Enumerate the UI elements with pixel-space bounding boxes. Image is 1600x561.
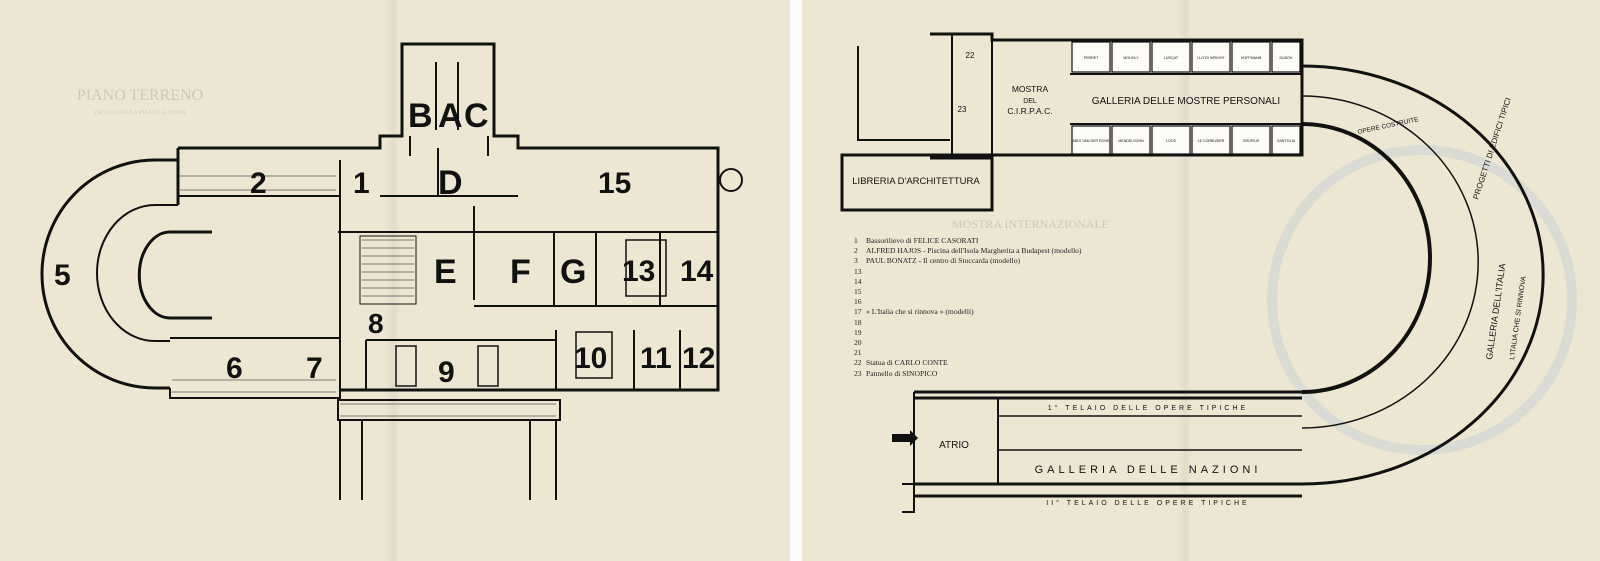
label-del: DEL bbox=[1023, 98, 1037, 105]
room-6: 6 bbox=[226, 352, 243, 385]
exhibition-plan-drawing: MOSTRA INTERNAZIONALE bbox=[840, 32, 1577, 513]
ghost-subtitle: (SCALA DALLA PIANTA A 1:1000) bbox=[95, 109, 186, 116]
label-telaio-bottom: II° TELAIO DELLE OPERE TIPICHE bbox=[1046, 499, 1249, 507]
label-galleria-personali: GALLERIA DELLE MOSTRE PERSONALI bbox=[1092, 96, 1280, 107]
room-name-moholy: MOHOLY bbox=[1123, 56, 1139, 60]
room-A: A bbox=[438, 97, 463, 135]
room-name-lloyd-wright: LLOYD WRIGHT bbox=[1197, 56, 1225, 60]
plan-walls bbox=[40, 42, 743, 500]
room-G: G bbox=[560, 253, 586, 291]
room-name-mendelsohn: MENDELSOHN bbox=[1118, 139, 1144, 143]
room-name-sant-elia: SANT'ELIA bbox=[1277, 139, 1296, 143]
label-room-23: 23 bbox=[958, 105, 967, 114]
ground-floor-plan-drawing: PIANO TERRENO (SCALA DALLA PIANTA A 1:10… bbox=[40, 42, 743, 500]
personal-rooms bbox=[1071, 41, 1301, 155]
label-mostra: MOSTRA bbox=[1012, 84, 1049, 94]
room-F: F bbox=[510, 253, 531, 291]
left-page-ground-floor-plan: PIANO TERRENO (SCALA DALLA PIANTA A 1:10… bbox=[0, 0, 790, 561]
label-atrio: ATRIO bbox=[939, 440, 969, 451]
label-progetti-italia: PROGETTI DI EDIFICI TIPICI bbox=[1471, 97, 1512, 201]
innermost-curved-wall bbox=[137, 230, 212, 320]
legend-item: 19 bbox=[854, 327, 862, 337]
ghost-title-piano-terreno: PIANO TERRENO bbox=[77, 87, 203, 104]
room-2: 2 bbox=[250, 167, 267, 200]
room-name-perret: PERRET bbox=[1084, 56, 1099, 60]
label-opere-costruite: OPERE COSTRUITE bbox=[1357, 116, 1420, 136]
personal-room-names: PERRET MOHOLY LURÇAT LLOYD WRIGHT HOFFMA… bbox=[1073, 56, 1296, 143]
room-1: 1 bbox=[353, 167, 370, 200]
room-7: 7 bbox=[306, 352, 323, 385]
room-C: C bbox=[464, 97, 489, 135]
plan-walls bbox=[840, 32, 1545, 513]
plan-hatching bbox=[172, 175, 556, 417]
right-page-exhibition-plan: MOSTRA INTERNAZIONALE bbox=[802, 0, 1600, 561]
label-libreria: LIBRERIA D'ARCHITETTURA bbox=[852, 176, 980, 187]
room-name-lurcat: LURÇAT bbox=[1164, 56, 1179, 60]
room-name-dudok: DUDOK bbox=[1280, 56, 1294, 60]
room-name-hoffmann: HOFFMANN bbox=[1241, 56, 1262, 60]
legend-item: 15 bbox=[854, 287, 862, 297]
room-15: 15 bbox=[598, 167, 631, 200]
room-11: 11 bbox=[640, 342, 672, 375]
room-B: B bbox=[408, 97, 433, 135]
page-gutter bbox=[790, 0, 802, 561]
legend-item: 18 bbox=[854, 317, 862, 327]
ghost-show-through-circle bbox=[1267, 145, 1577, 455]
room-10: 10 bbox=[574, 342, 607, 375]
room-D: D bbox=[438, 164, 463, 202]
room-13: 13 bbox=[622, 255, 655, 288]
room-name-mies: MIES VAN DER ROHE bbox=[1073, 139, 1110, 143]
inner-curved-wall bbox=[96, 204, 178, 342]
legend-item: 17« L'Italia che si rinnova » (modelli) bbox=[854, 307, 974, 317]
room-14: 14 bbox=[680, 255, 714, 288]
label-telaio-top: 1° TELAIO DELLE OPERE TIPICHE bbox=[1048, 404, 1248, 412]
ghost-title-mostra: MOSTRA INTERNAZIONALE bbox=[952, 217, 1109, 231]
room-name-gropius: GROPIUS bbox=[1243, 139, 1260, 143]
entrance-arrow-icon bbox=[892, 430, 918, 446]
legend-item: 13 bbox=[854, 266, 862, 276]
room-12: 12 bbox=[682, 342, 715, 375]
room-name-le-corbusier: LE CORBUSIER bbox=[1198, 139, 1225, 143]
room-numbers: B A C D E F G 1 2 5 6 7 8 9 10 11 12 13 … bbox=[54, 97, 715, 389]
room-name-loos: LOOS bbox=[1166, 139, 1177, 143]
label-cirpac: C.I.R.P.A.C. bbox=[1007, 106, 1052, 116]
legend-item: 21 bbox=[854, 348, 862, 358]
legend-item: 20 bbox=[854, 338, 862, 348]
outer-curved-wall bbox=[40, 158, 178, 390]
legend-item: 14 bbox=[854, 276, 862, 286]
label-galleria-italia: GALLERIA DELL'ITALIA bbox=[1484, 263, 1507, 361]
room-9: 9 bbox=[438, 356, 455, 389]
legend-item: 16 bbox=[854, 297, 862, 307]
room-E: E bbox=[434, 253, 457, 291]
label-italia-rinnova: L'ITALIA CHE SI RINNOVA bbox=[1509, 275, 1528, 360]
label-room-22: 22 bbox=[966, 51, 975, 60]
label-galleria-nazioni: GALLERIA DELLE NAZIONI bbox=[1035, 464, 1262, 476]
room-8: 8 bbox=[368, 308, 384, 339]
room-5: 5 bbox=[54, 259, 71, 292]
